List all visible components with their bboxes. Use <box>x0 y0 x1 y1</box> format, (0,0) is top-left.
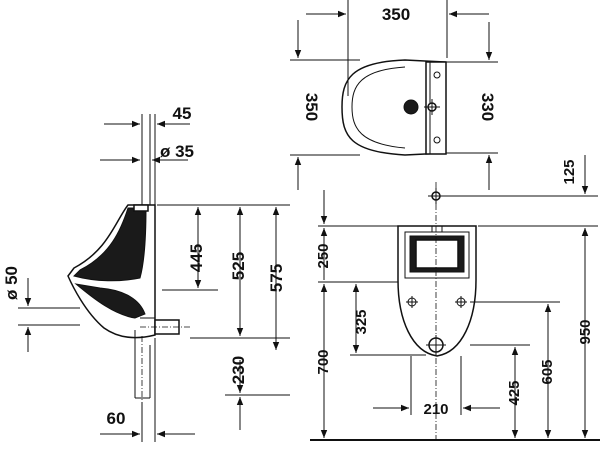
top-depth-right-label: 330 <box>478 93 497 121</box>
top-width-label: 350 <box>382 5 410 24</box>
front-view: 125 250 325 700 210 425 605 950 <box>310 155 600 441</box>
front-width-label: 210 <box>423 401 448 418</box>
side-height-525-label: 525 <box>229 252 248 280</box>
top-view: 350 350 330 <box>290 0 498 190</box>
front-fixing-height-label: 605 <box>539 359 556 384</box>
front-outlet-height-label: 700 <box>315 349 332 374</box>
top-view-drain <box>403 99 419 115</box>
side-outlet-offset-label: 60 <box>107 409 126 428</box>
side-outlet-diameter-label: ø 50 <box>2 266 21 300</box>
front-top-offset-label: 125 <box>561 159 578 184</box>
front-total-height-label: 950 <box>577 319 594 344</box>
side-height-445-label: 445 <box>187 244 206 272</box>
side-offset-45-label: 45 <box>173 104 192 123</box>
side-height-575-label: 575 <box>267 264 286 292</box>
side-outlet-height-label: 230 <box>229 356 248 384</box>
front-rim-height-label: 250 <box>315 243 332 268</box>
side-view: 45 ø 35 ø 50 445 525 575 230 60 <box>2 104 290 442</box>
top-view-bowl <box>341 59 446 156</box>
front-trap-height-label: 425 <box>506 380 523 405</box>
side-pipe-diameter-label: ø 35 <box>160 142 194 161</box>
front-bowl-height-label: 325 <box>353 309 370 334</box>
top-depth-left-label: 350 <box>302 93 321 121</box>
